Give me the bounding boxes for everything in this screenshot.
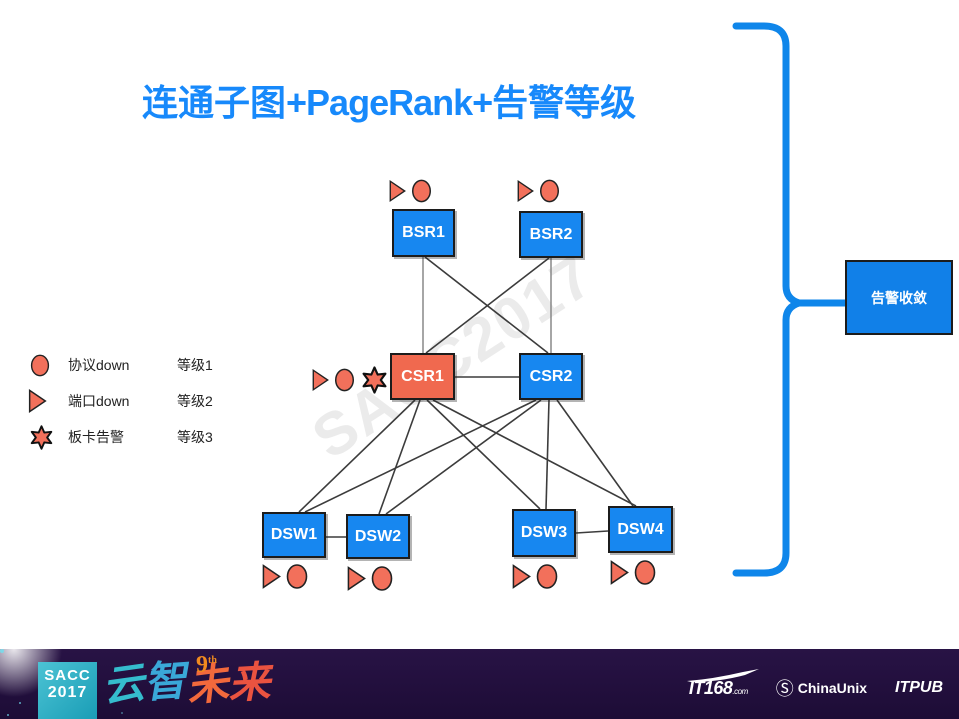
alarms-dsw3 — [512, 563, 558, 590]
right-brace — [732, 22, 811, 577]
node-csr2: CSR2 — [519, 353, 583, 400]
edge-csr1-dsw2 — [378, 399, 421, 515]
edition-suffix: th — [208, 655, 217, 666]
alarms-dsw1 — [262, 563, 308, 590]
badge-line1: SACC — [44, 667, 91, 684]
node-csr1: CSR1 — [390, 353, 455, 400]
protocol-down-icon — [28, 354, 68, 377]
edge-csr1-dsw1 — [298, 399, 416, 513]
footer: SACC 2017 云智未来 9th IT168.com Ⓢ ChinaUnix… — [0, 649, 959, 719]
node-bsr2: BSR2 — [519, 211, 583, 258]
page-title: 连通子图+PageRank+告警等级 — [142, 74, 636, 126]
protocol-down-icon — [634, 560, 656, 585]
chinaunix-text: ChinaUnix — [797, 680, 867, 696]
node-dsw4: DSW4 — [608, 506, 673, 553]
alarms-dsw4 — [610, 559, 656, 586]
partner-logos: IT168.com Ⓢ ChinaUnix ITPUB — [686, 668, 943, 701]
alarms-dsw2 — [347, 565, 393, 592]
port-down-icon — [312, 368, 329, 392]
legend-label: 端口down — [68, 393, 130, 409]
board-alarm-icon — [362, 366, 387, 394]
edition-9th: 9th — [196, 652, 217, 679]
title-prefix: 连通子图 — [142, 83, 287, 123]
slogan-char: 智 — [142, 658, 188, 708]
itpub-logo: ITPUB — [895, 679, 943, 696]
edge-bsr1-csr2 — [424, 256, 549, 354]
legend-label: 板卡告警 — [68, 429, 124, 445]
legend-level: 等级3 — [177, 429, 213, 445]
protocol-down-icon — [286, 564, 308, 589]
it168-text: IT168 — [688, 677, 733, 698]
protocol-down-icon — [334, 368, 355, 392]
edge-csr2-dsw3 — [545, 399, 550, 510]
edge-csr2-dsw1 — [304, 399, 537, 513]
port-down-icon — [517, 179, 534, 203]
node-dsw1: DSW1 — [262, 512, 326, 558]
node-bsr1: BSR1 — [392, 209, 455, 257]
legend-level: 等级1 — [177, 357, 213, 373]
alarm-convergence-box: 告警收敛 — [845, 260, 953, 335]
protocol-down-icon — [539, 179, 560, 203]
slogan-calligraphy: 云智未来 — [100, 651, 272, 712]
slogan-char: 云 — [99, 660, 148, 712]
edge-csr1-dsw3 — [426, 399, 541, 510]
it168-suffix: .com — [732, 686, 748, 696]
legend: 协议down 等级1 端口down 等级2 板卡告警 等级3 — [28, 350, 213, 458]
edge-csr2-dsw4 — [556, 399, 634, 507]
edge-csr2-dsw2 — [385, 399, 542, 515]
legend-row-protocol-down: 协议down 等级1 — [28, 350, 213, 380]
node-dsw3: DSW3 — [512, 509, 576, 557]
edge-bsr2-csr1 — [425, 257, 550, 354]
badge-line2: 2017 — [47, 684, 88, 701]
chinaunix-logo: Ⓢ ChinaUnix — [776, 675, 867, 701]
legend-row-port-down: 端口down 等级2 — [28, 386, 213, 416]
title-suffix: 告警等级 — [492, 83, 637, 123]
footer-sparkles — [0, 649, 4, 653]
title-middle: +PageRank+ — [286, 82, 493, 123]
legend-level: 等级2 — [177, 393, 213, 409]
it168-swoosh-icon — [686, 668, 759, 682]
alarms-csr1 — [312, 360, 389, 400]
it168-logo: IT168.com — [686, 668, 759, 699]
port-down-icon — [28, 389, 68, 413]
chinaunix-u-icon: Ⓢ — [775, 679, 794, 699]
node-dsw2: DSW2 — [346, 514, 410, 559]
edge-csr1-dsw4 — [432, 399, 637, 507]
protocol-down-icon — [371, 566, 393, 591]
port-down-icon — [512, 564, 531, 589]
slogan-char: 来 — [227, 659, 272, 709]
board-alarm-icon — [28, 421, 68, 454]
protocol-down-icon — [411, 179, 432, 203]
port-down-icon — [610, 560, 629, 585]
protocol-down-icon — [536, 564, 558, 589]
port-down-icon — [347, 566, 366, 591]
port-down-icon — [389, 179, 406, 203]
alarms-bsr2 — [517, 179, 560, 203]
legend-row-board-alarm: 板卡告警 等级3 — [28, 422, 213, 452]
edition-number: 9 — [196, 652, 208, 678]
port-down-icon — [262, 564, 281, 589]
sacc-2017-logo: SACC 2017 — [38, 662, 97, 719]
legend-label: 协议down — [68, 357, 130, 373]
alarms-bsr1 — [389, 179, 432, 203]
edge-dsw3-dsw4 — [575, 530, 609, 534]
